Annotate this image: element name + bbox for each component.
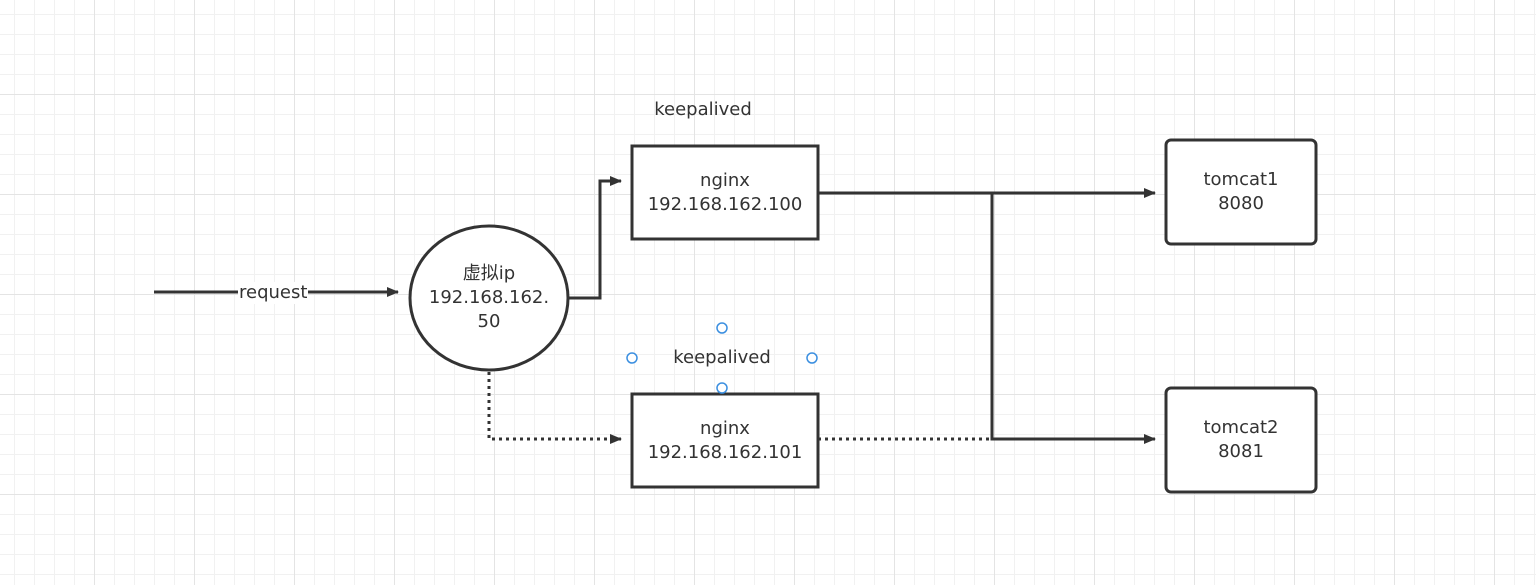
tomcat1-name: tomcat1 [1203, 169, 1279, 190]
virtual-ip-address-part1: 192.168.162. [428, 287, 550, 308]
selection-handle-bottom[interactable] [716, 382, 728, 394]
tomcat2-node[interactable] [1164, 386, 1318, 494]
request-edge-label[interactable]: request [238, 282, 309, 304]
virtual-ip-node-text: 虚拟ip 192.168.162. 50 [412, 262, 566, 334]
nginx-backup-ip: 192.168.162.101 [647, 441, 803, 463]
nginx-backup-node-text: nginx 192.168.162.101 [634, 396, 816, 485]
vip-to-nginx-backup-edge[interactable] [487, 372, 622, 444]
selection-handle-right[interactable] [806, 352, 818, 364]
nginx-backup-node[interactable] [630, 392, 820, 489]
nginx-primary-name: nginx [700, 169, 750, 191]
nginx-primary-node-text: nginx 192.168.162.100 [634, 148, 816, 237]
vip-to-nginx-primary-edge[interactable] [569, 176, 622, 300]
nginx-primary-ip: 192.168.162.100 [647, 193, 803, 215]
selection-handle-left[interactable] [626, 352, 638, 364]
tomcat2-port: 8081 [1218, 441, 1264, 462]
nginx-backup-name: nginx [700, 417, 750, 439]
tomcat1-port: 8080 [1218, 193, 1264, 214]
nginx-primary-node[interactable] [630, 144, 820, 241]
tomcat2-name: tomcat2 [1203, 417, 1279, 438]
tomcat1-node[interactable] [1164, 138, 1318, 246]
keepalived-label-bottom[interactable]: keepalived [673, 347, 771, 368]
virtual-ip-address-part2: 50 [477, 311, 501, 332]
tomcat2-node-text: tomcat2 8081 [1168, 390, 1314, 490]
keepalived-label-top[interactable]: keepalived [654, 99, 752, 120]
tomcat1-node-text: tomcat1 8080 [1168, 142, 1314, 242]
nginx-primary-to-tomcat2-edge[interactable] [990, 193, 1156, 444]
virtual-ip-title: 虚拟ip [462, 263, 516, 284]
selection-handle-top[interactable] [716, 322, 728, 334]
virtual-ip-node[interactable] [408, 224, 570, 372]
